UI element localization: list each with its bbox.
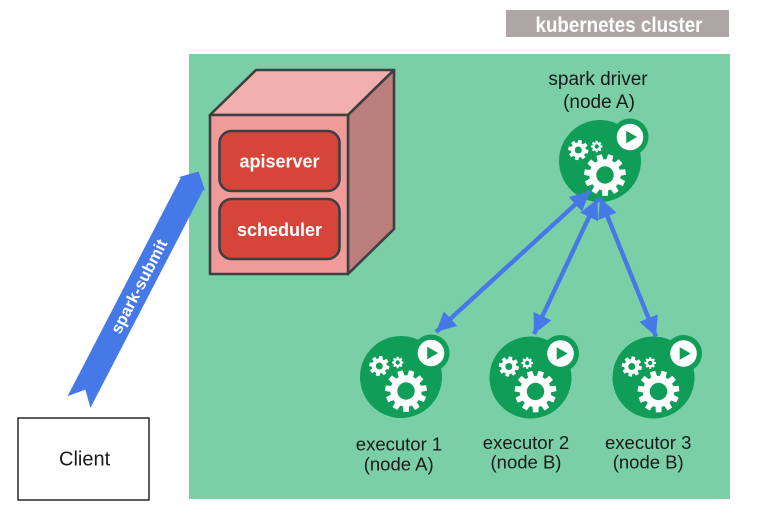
svg-text:(node B): (node B) (491, 452, 562, 473)
svg-text:spark driver: spark driver (548, 69, 648, 90)
svg-text:executor 3: executor 3 (605, 432, 691, 453)
svg-text:(node B): (node B) (613, 452, 684, 473)
svg-text:(node A): (node A) (563, 92, 635, 113)
svg-text:spark-submit: spark-submit (108, 236, 172, 337)
svg-text:executor 1: executor 1 (356, 434, 442, 455)
svg-text:kubernetes cluster: kubernetes cluster (536, 14, 703, 37)
svg-text:apiserver: apiserver (239, 152, 319, 172)
svg-text:executor 2: executor 2 (483, 432, 569, 453)
svg-text:scheduler: scheduler (237, 220, 322, 240)
svg-text:(node A): (node A) (364, 454, 434, 475)
svg-text:Client: Client (59, 449, 111, 471)
